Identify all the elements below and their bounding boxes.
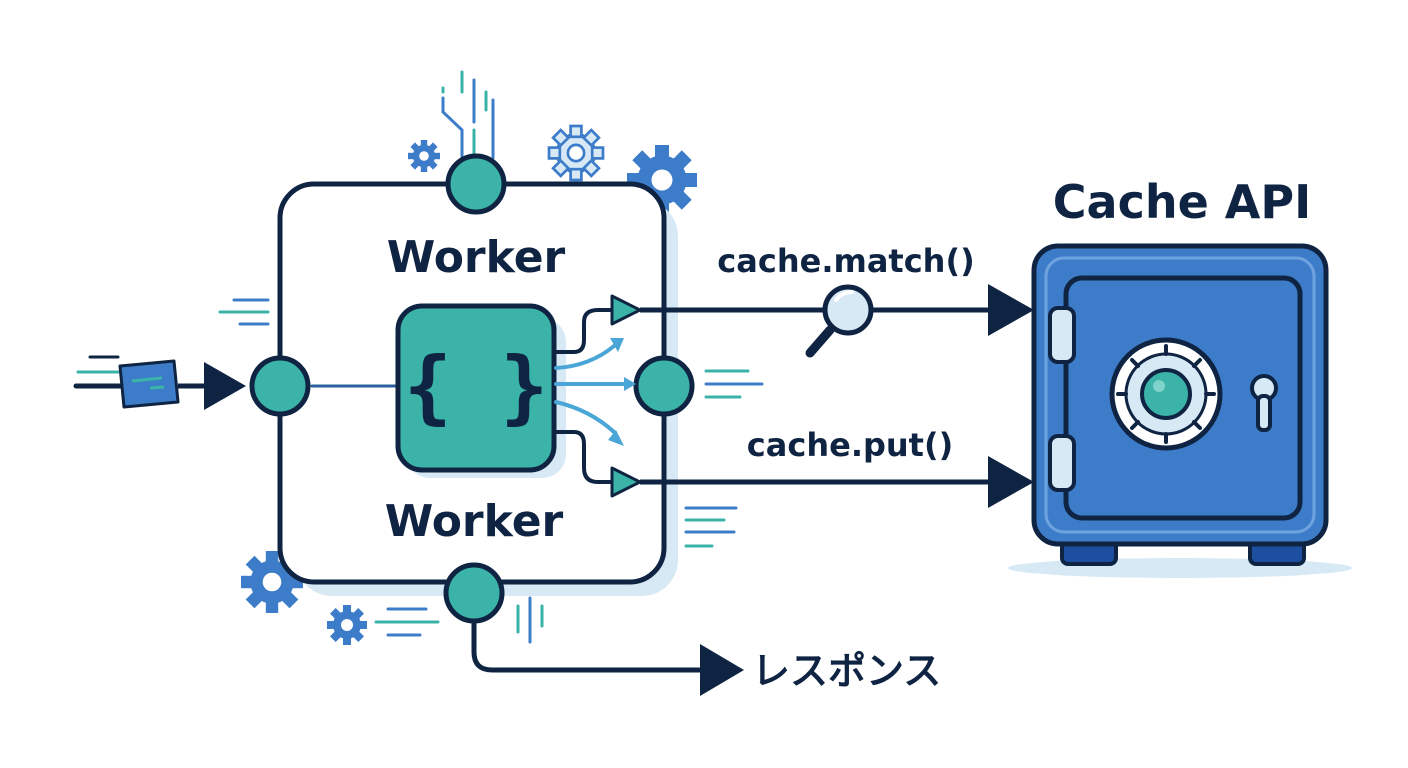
worker-title-bottom: Worker <box>385 496 564 547</box>
code-glyph: { } <box>404 340 549 433</box>
branch-arrows <box>552 308 628 484</box>
motion-lines <box>76 298 764 644</box>
magnifier-icon <box>805 284 874 358</box>
worker-node-left <box>249 355 311 417</box>
code-braces-icon: { } <box>395 303 566 478</box>
gear-icon <box>241 551 303 613</box>
gear-icon <box>327 605 367 645</box>
gear-icon <box>408 140 440 172</box>
gear-icon <box>627 145 697 215</box>
worker-title-top: Worker <box>387 232 566 283</box>
cache-api-title: Cache API <box>1053 175 1311 229</box>
cache-match-arrow <box>640 284 1034 336</box>
cache-put-label: cache.put() <box>747 426 953 464</box>
circuit-lines <box>441 70 495 160</box>
response-arrow <box>471 621 744 696</box>
worker-node-right <box>633 355 695 417</box>
keyhole-icon <box>1250 374 1278 432</box>
worker-node-bottom <box>443 562 505 624</box>
response-label: レスポンス <box>752 649 941 693</box>
gear-icon <box>547 124 605 182</box>
cache-put-arrow <box>640 456 1034 508</box>
cache-match-label: cache.match() <box>717 242 974 280</box>
dial-icon <box>1109 337 1223 451</box>
worker-node-top <box>445 153 507 215</box>
request-card-icon <box>73 359 246 410</box>
branch-arrow-heads <box>608 294 642 498</box>
